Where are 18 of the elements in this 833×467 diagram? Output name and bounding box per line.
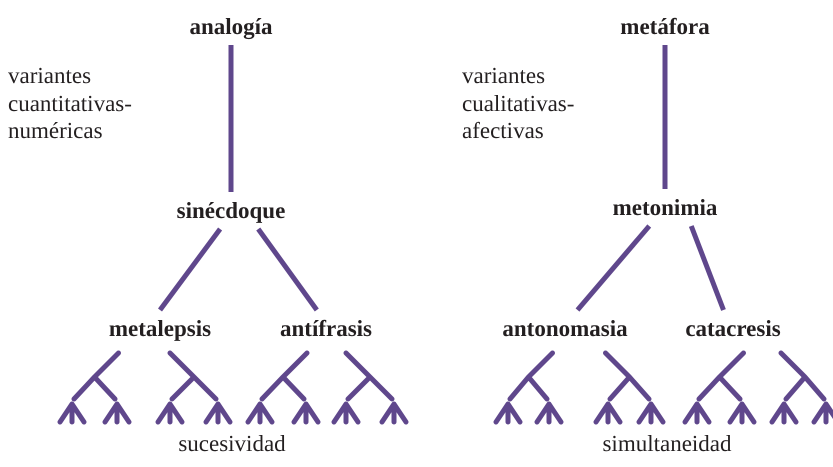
term-label: metalepsis [108, 316, 212, 342]
term-label: catacresis [685, 316, 781, 342]
connector-line [662, 45, 668, 189]
connector-line [688, 225, 726, 311]
category-label: simultaneidad [601, 430, 733, 458]
term-label: antonomasia [502, 316, 628, 342]
connector-line [158, 228, 222, 312]
term-label: analogía [189, 14, 273, 40]
connector-line [228, 45, 234, 192]
note-text: variantes cualitativas- afectivas [462, 62, 576, 145]
note-text: variantes cuantitativas- numéricas [8, 62, 133, 145]
term-label: metonimia [612, 195, 718, 220]
category-label: sucesividad [177, 430, 287, 458]
term-label: metáfora [620, 14, 710, 40]
connector-line [256, 228, 319, 312]
term-label: antífrasis [280, 316, 372, 342]
term-label: sinécdoque [176, 198, 286, 224]
connector-line [576, 224, 652, 312]
